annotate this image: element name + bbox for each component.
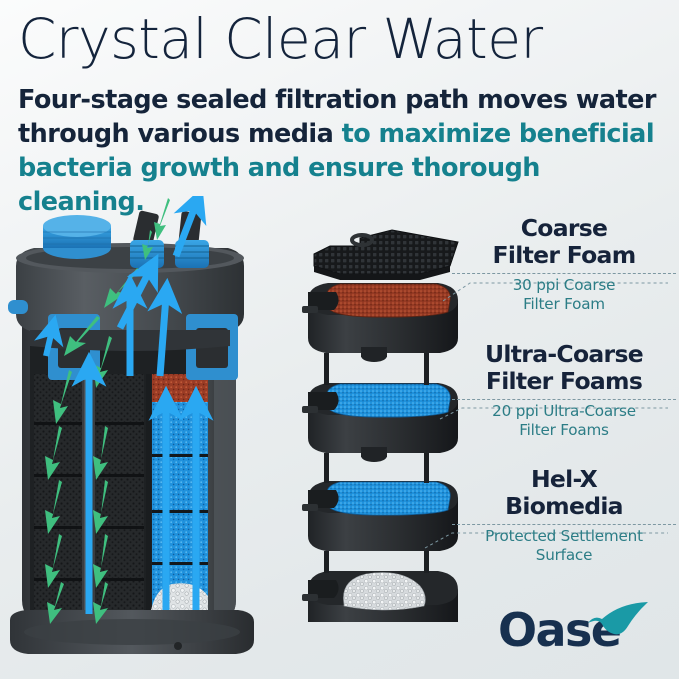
basket-coarse-filter-foam [302,283,458,362]
callout-ultra-coarse-filter-foams: Ultra-Coarse Filter Foams 20 ppi Ultra-C… [452,340,676,440]
subheadline-line-2b: to maximize beneficial [341,118,655,149]
ultra-coarse-foam-layers [152,402,208,614]
callout-subtitle-line-2: Surface [535,546,593,565]
callout-subtitle-line-2: Filter Foam [523,295,605,314]
basket-ultra-coarse-upper [302,353,458,462]
callout-title-line-2: Biomedia [505,492,623,521]
hose-connector-inlet [130,210,164,268]
basket-ultra-coarse-lower [302,453,458,551]
callout-title: Coarse Filter Foam [452,214,676,270]
callout-title-line-1: Ultra-Coarse [485,340,644,368]
canister-filter-cutaway [8,196,254,654]
basket-hel-x-biomedia [302,551,458,622]
callout-title-line-2: Filter Foam [492,241,637,270]
callout-title-line-2: Filter Foams [485,367,643,396]
subheadline-line-2a: through various media [18,118,342,149]
subheadline-line-3: bacteria growth and ensure thorough clea… [18,152,540,217]
callout-subtitle: 30 ppi Coarse Filter Foam [452,276,676,314]
subheadline-line-1: Four-stage sealed filtration path moves … [18,85,656,115]
subheadline: Four-stage sealed filtration path moves … [18,84,668,220]
callout-subtitle: 20 ppi Ultra-Coarse Filter Foams [452,402,676,440]
callout-title-line-1: Coarse [520,214,608,242]
callout-subtitle-line-1: Protected Settlement [485,526,643,545]
callout-divider [452,398,676,400]
callout-divider [452,272,676,274]
exploded-basket-stack [302,229,459,622]
perforated-cover-plate [313,229,459,280]
priming-cap [43,215,111,259]
brand-name: Oase [498,603,622,657]
canister-base [10,610,254,654]
callout-subtitle-line-1: 20 ppi Ultra-Coarse [492,401,636,420]
callout-title: Hel-X Biomedia [452,465,676,521]
brand-logo: Oase [498,601,658,663]
callout-coarse-filter-foam: Coarse Filter Foam 30 ppi Coarse Filter … [452,214,676,314]
callout-hel-x-biomedia: Hel-X Biomedia Protected Settlement Surf… [452,465,676,565]
callout-subtitle-line-1: 30 ppi Coarse [512,275,616,294]
page-title: Crystal Clear Water [18,7,543,71]
callout-subtitle-line-2: Filter Foams [519,421,609,440]
swoosh-icon [588,602,648,635]
release-lever [8,300,28,314]
callout-title: Ultra-Coarse Filter Foams [452,340,676,396]
callout-title-line-1: Hel-X [530,465,598,493]
callout-divider [452,523,676,525]
callout-subtitle: Protected Settlement Surface [452,527,676,565]
blue-outflow-arrows [34,196,214,614]
